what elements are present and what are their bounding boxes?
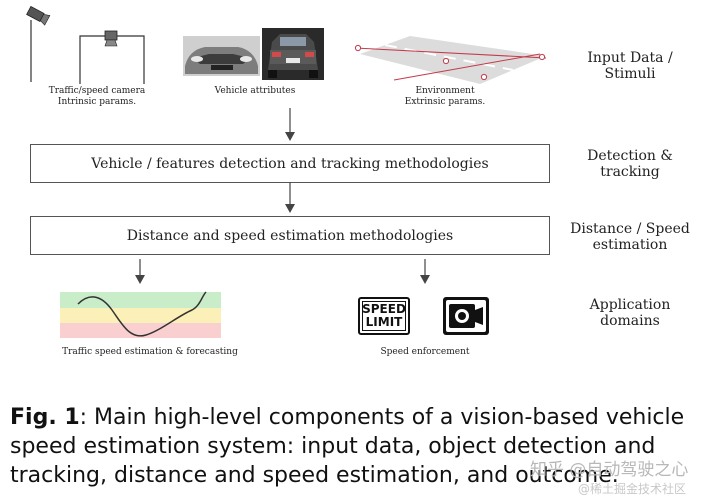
arrow-to-speed-enforcement — [420, 259, 430, 284]
detection-tracking-box: Vehicle / features detection and trackin… — [30, 144, 550, 183]
vehicle-attributes-caption: Vehicle attributes — [214, 86, 296, 96]
arrow-to-traffic-forecasting — [135, 259, 145, 284]
traffic-speed-curve-graphic — [60, 291, 221, 338]
figure-caption: Fig. 1: Main high-level components of a … — [10, 403, 718, 490]
vehicle-rear-photo — [262, 28, 324, 80]
distance-speed-box: Distance and speed estimation methodolog… — [30, 216, 550, 255]
traffic-camera-icon — [26, 6, 51, 82]
arrow-inputs-to-detection — [285, 108, 295, 141]
vehicle-front-photo — [183, 36, 260, 76]
distance-speed-label: Distance / Speed estimation — [570, 221, 690, 253]
input-data-label: Input Data / Stimuli — [587, 50, 673, 82]
speed-camera-sign-icon — [443, 297, 489, 335]
environment-caption: Environment Extrinsic params. — [404, 86, 486, 107]
speed-enforcement-caption: Speed enforcement — [380, 347, 470, 357]
figure-label: Fig. 1 — [10, 405, 80, 430]
speed-limit-sign: SPEED LIMIT — [358, 297, 410, 335]
application-domains-label: Application domains — [589, 297, 671, 329]
gantry-camera-icon — [79, 30, 145, 84]
speed-sign-line1: SPEED — [362, 302, 406, 316]
watermark-juejin: @稀土掘金技术社区 — [578, 482, 687, 496]
road-environment-diagram — [354, 36, 547, 84]
watermark-zhihu: 知乎 @自动驾驶之心 — [530, 460, 689, 480]
camera-caption: Traffic/speed camera Intrinsic params. — [48, 86, 146, 107]
arrow-detection-to-distance — [285, 182, 295, 213]
figure-caption-text: : Main high-level components of a vision… — [10, 405, 685, 488]
detection-tracking-label: Detection & tracking — [587, 148, 673, 180]
speed-sign-line2: LIMIT — [365, 315, 403, 329]
traffic-forecasting-caption: Traffic speed estimation & forecasting — [62, 347, 238, 357]
